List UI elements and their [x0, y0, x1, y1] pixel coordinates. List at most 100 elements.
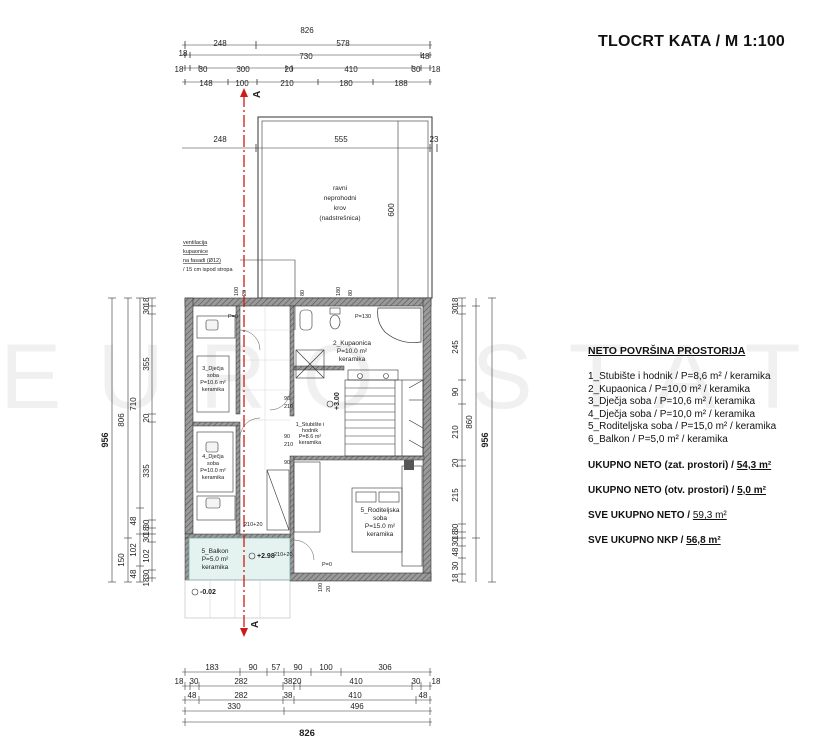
balkon-grid-lines	[209, 580, 261, 618]
legend-room-5: 5_Roditeljska soba / P=15,0 m² / keramik…	[588, 421, 777, 432]
bottom-overall-dim: 826	[299, 728, 315, 739]
svg-text:keramika: keramika	[367, 531, 394, 538]
left-dim-150: 150	[117, 553, 126, 567]
right-dim-c1: 18	[451, 297, 460, 306]
svg-text:100: 100	[234, 287, 240, 296]
svg-text:P=10.6 m²: P=10.6 m²	[200, 380, 226, 386]
svg-text:5_Balkon: 5_Balkon	[201, 548, 228, 555]
top-dim-3c: 300	[236, 65, 250, 74]
svg-text:3_Dječja: 3_Dječja	[202, 366, 224, 372]
room-2-label: 2_Kupaonica P=10.0 m² keramika	[333, 340, 371, 363]
top-dim-4c: 210	[280, 79, 294, 88]
sinks	[347, 369, 399, 381]
svg-text:80: 80	[300, 290, 306, 296]
roof-label-3: krov	[334, 205, 347, 212]
svg-text:keramika: keramika	[202, 387, 225, 393]
bottom-dim-1d: 90	[294, 663, 303, 672]
top-dimensions	[182, 44, 432, 149]
svg-text:keramika: keramika	[339, 356, 366, 363]
svg-text:keramika: keramika	[202, 475, 225, 481]
left-dim-c6: 30	[142, 519, 151, 528]
svg-text:P=10.0 m²: P=10.0 m²	[200, 468, 226, 474]
svg-text:4_Dječja: 4_Dječja	[202, 454, 224, 460]
svg-text:210: 210	[284, 442, 293, 448]
bottom-dim-2b: 30	[190, 677, 199, 686]
left-dim-c11: 18	[142, 577, 151, 586]
svg-text:+2.98: +2.98	[257, 553, 275, 560]
right-dim-c5: 210	[451, 425, 460, 439]
bottom-dim-1e: 100	[319, 663, 333, 672]
svg-text:ventilacija: ventilacija	[183, 240, 208, 246]
top-dim-3e: 410	[344, 65, 358, 74]
column	[404, 460, 414, 470]
top-dim-4d: 180	[339, 79, 353, 88]
section-label-top: A	[252, 91, 263, 98]
section-arrow-top	[240, 88, 248, 97]
right-dim-c13: 18	[451, 573, 460, 582]
bottom-dim-2c: 282	[234, 677, 248, 686]
room-5-label: 5_Roditeljska soba P=15.0 m² keramika	[360, 507, 399, 538]
svg-text:P=5.0 m²: P=5.0 m²	[202, 556, 229, 563]
room-1-label: 1_Stubište i hodnik P=8.6 m² keramika	[296, 422, 325, 446]
bottom-dimensions	[182, 668, 432, 726]
room-3-label: 3_Dječja soba P=10.6 m² keramika	[200, 366, 226, 393]
svg-text:5_Roditeljska: 5_Roditeljska	[360, 507, 399, 514]
svg-text:P=15.0 m²: P=15.0 m²	[365, 523, 396, 530]
legend-room-2: 2_Kupaonica / P=10,0 m² / keramika	[588, 383, 751, 395]
left-dim-c7: 18	[142, 526, 151, 535]
bottom-dim-2a: 18	[175, 677, 184, 686]
shower	[295, 349, 325, 379]
roof-label-2: neprohodni	[324, 195, 357, 202]
legend-room-4: 4_Dječja soba / P=10,0 m² / keramika	[588, 408, 756, 420]
bottom-dim-4a: 330	[227, 702, 241, 711]
legend-room-3: 3_Dječja soba / P=10,6 m² / keramika	[588, 396, 756, 407]
svg-text:P=0: P=0	[228, 314, 238, 320]
right-dim-c6: 20	[451, 458, 460, 467]
roof-dim-b: 555	[334, 135, 348, 144]
roof-label-1: ravni	[333, 185, 347, 192]
svg-text:100: 100	[318, 583, 324, 592]
area-legend: NETO POVRŠINA PROSTORIJA 1_Stubište i ho…	[588, 345, 813, 546]
svg-text:P=0: P=0	[322, 562, 332, 568]
svg-text:90: 90	[284, 396, 290, 402]
room-4-label: 4_Dječja soba P=10.0 m² keramika	[200, 454, 226, 481]
section-label-bottom: A	[250, 621, 261, 628]
bottom-dim-2e: 20	[293, 677, 302, 686]
right-dim-c10: 30	[451, 537, 460, 546]
left-dim-710: 710	[129, 397, 138, 411]
left-dim-c2: 30	[142, 305, 151, 314]
svg-text:210: 210	[284, 404, 293, 410]
bottom-dim-2d: 38	[284, 677, 293, 686]
bottom-dim-2h: 18	[432, 677, 441, 686]
svg-text:180: 180	[336, 287, 342, 296]
level-balkon: +2.98	[248, 552, 275, 560]
balkon-area	[188, 537, 291, 581]
svg-text:P=8.6 m²: P=8.6 m²	[299, 434, 322, 440]
top-dim-1a: 248	[213, 39, 227, 48]
toilet	[329, 307, 341, 330]
svg-text:hodnik: hodnik	[302, 428, 318, 434]
top-dim-3b: 30	[199, 65, 208, 74]
top-dim-3d: 20	[285, 65, 294, 74]
left-overall-dim: 956	[100, 432, 110, 447]
svg-text:keramika: keramika	[202, 564, 229, 571]
left-dim-c5: 335	[142, 464, 151, 478]
right-dim-c8: 30	[451, 523, 460, 532]
bottom-dim-3d: 410	[348, 691, 362, 700]
top-dim-ticks	[184, 41, 438, 152]
staircase	[344, 379, 424, 457]
left-dim-c8: 30	[142, 533, 151, 542]
bottom-dim-3c: 38	[284, 691, 293, 700]
room-6-label: 5_Balkon P=5.0 m² keramika	[201, 548, 229, 571]
top-dim-2c: 48	[421, 52, 430, 61]
roof-dim-c: 23	[430, 135, 439, 144]
left-dimensions	[108, 297, 156, 583]
legend-room-6: 6_Balkon / P=5,0 m² / keramika	[588, 433, 728, 445]
right-dim-c9: 18	[451, 530, 460, 539]
left-dim-102: 102	[129, 543, 138, 557]
svg-text:kupaonice: kupaonice	[183, 249, 208, 255]
vent-note: ventilacija kupaonice na fasadi (Ø12) / …	[183, 240, 296, 330]
legend-room-1: 1_Stubište i hodnik / P=8,6 m² / keramik…	[588, 371, 771, 382]
svg-text:2_Kupaonica: 2_Kupaonica	[333, 340, 371, 347]
top-dim-3g: 18	[432, 65, 441, 74]
